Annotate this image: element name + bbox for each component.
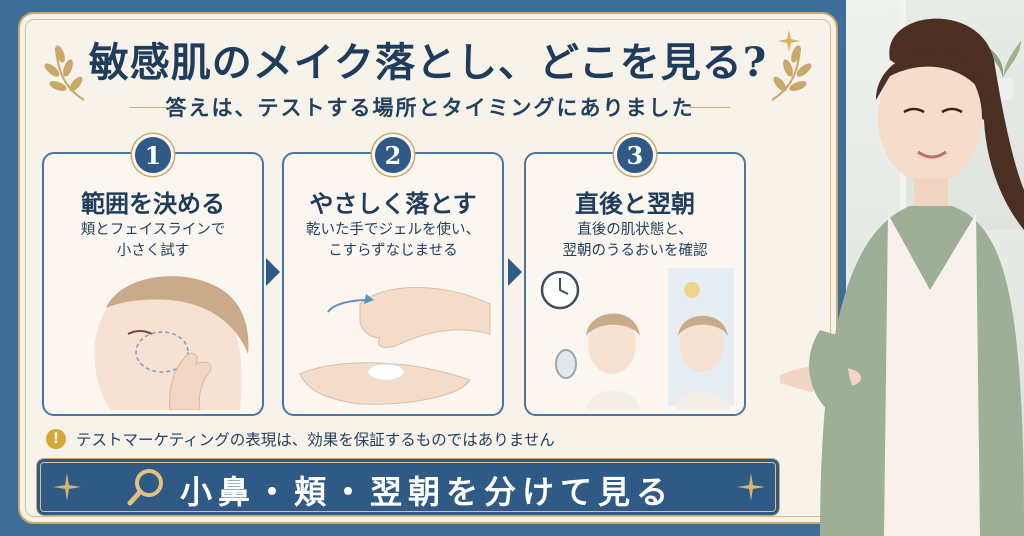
step-number-badge: 3 bbox=[614, 134, 656, 176]
page-title: 敏感肌のメイク落とし、どこを見る? bbox=[88, 39, 768, 86]
step-description-line: こすらずなじませる bbox=[328, 243, 458, 259]
sparkle-icon bbox=[737, 473, 765, 501]
step-description: 乾いた手でジェルを使い、 こすらずなじませる bbox=[284, 220, 502, 262]
banner-text: 小鼻・頬・翌朝を分けて見る bbox=[179, 473, 674, 511]
laurel-right-icon bbox=[771, 45, 812, 101]
search-icon bbox=[127, 469, 163, 506]
step-title: 範囲を決める bbox=[81, 189, 225, 218]
step-arrow-icon bbox=[266, 258, 280, 286]
clock-mirror-morning-illustration bbox=[540, 268, 734, 410]
disclaimer-text: テストマーケティングの表現は、効果を保証するものではありません bbox=[76, 431, 555, 449]
hands-gel-illustration bbox=[299, 287, 491, 405]
step-description: 頬とフェイスラインで 小さく試す bbox=[44, 220, 262, 262]
step-number-badge: 2 bbox=[372, 134, 414, 176]
step-description-line: 小さく試す bbox=[116, 243, 190, 259]
subtitle-container: 答えは、テストする場所とタイミングにありました bbox=[130, 90, 730, 124]
step-card-1: 1 範囲を決める 頬とフェイスラインで 小さく試す bbox=[42, 134, 264, 416]
step-card-3: 3 直後と翌朝 直後の肌状態と、 翌朝のうるおいを確認 bbox=[524, 134, 746, 416]
face-cheek-test-illustration bbox=[94, 276, 249, 410]
sparkle-icon bbox=[53, 473, 81, 501]
step-title: やさしく落とす bbox=[309, 189, 477, 218]
step-description-line: 直後の肌状態と、 bbox=[577, 222, 693, 238]
step-description-line: 翌朝のうるおいを確認 bbox=[562, 243, 708, 259]
step-title: 直後と翌朝 bbox=[575, 189, 695, 218]
step-arrow-icon bbox=[508, 258, 522, 286]
bottom-banner: 小鼻・頬・翌朝を分けて見る bbox=[36, 458, 780, 516]
page-subtitle: 答えは、テストする場所とタイミングにありました bbox=[165, 95, 695, 120]
step-description-line: 頬とフェイスラインで bbox=[80, 222, 226, 238]
laurel-left-icon bbox=[44, 45, 85, 101]
step-description-line: 乾いた手でジェルを使い、 bbox=[306, 222, 480, 238]
step-description: 直後の肌状態と、 翌朝のうるおいを確認 bbox=[526, 220, 744, 262]
presenter-woman-illustration bbox=[780, 18, 1024, 536]
exclamation-icon: ! bbox=[46, 429, 66, 449]
step-card-2: 2 やさしく落とす 乾いた手でジェルを使い、 こすらずなじませる bbox=[282, 134, 504, 416]
disclaimer-notice: ! テストマーケティングの表現は、効果を保証するものではありません bbox=[46, 428, 555, 450]
sparkle-icon bbox=[778, 30, 800, 52]
step-number-badge: 1 bbox=[132, 134, 174, 176]
